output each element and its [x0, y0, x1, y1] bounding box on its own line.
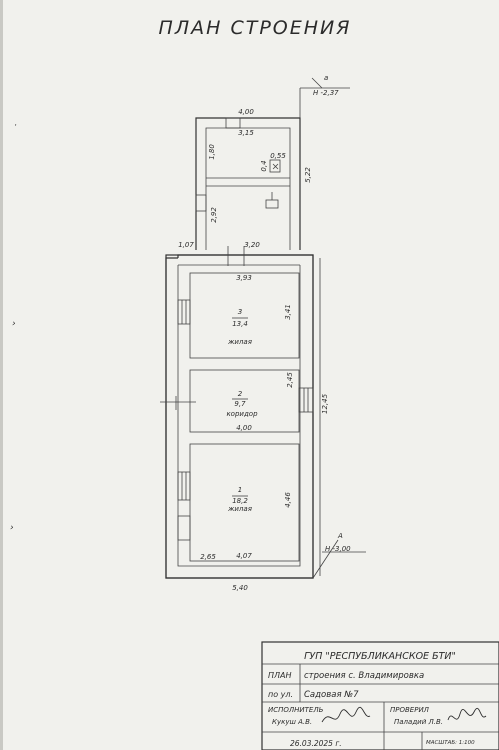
dim-room1-corner: 2,65 [200, 553, 216, 561]
stamp-street-value: Садовая №7 [304, 690, 359, 700]
dim-top-width: 4,00 [238, 108, 254, 116]
marker-bottom-letter: А [337, 532, 343, 540]
svg-text:18,2: 18,2 [232, 497, 248, 505]
stamp-executor-label: ИСПОЛНИТЕЛЬ [268, 706, 324, 714]
room-1-label: 1 18,2 жилая [227, 486, 252, 513]
marker-top-letter: а [324, 74, 328, 82]
room-2-label: 2 9,7 коридор [226, 390, 258, 418]
stamp-plan-label: ПЛАН [268, 671, 292, 680]
dim-room2-height: 2,45 [286, 372, 294, 388]
dim-annex-left-upper: 1,80 [208, 144, 216, 160]
stamp-scale: МАСШТАБ: 1:100 [426, 740, 475, 746]
checker-signature [447, 707, 487, 721]
dim-annex-left-lower: 2,92 [210, 207, 218, 223]
marker-top-height: Н -2,37 [313, 89, 339, 97]
marker-bottom [312, 539, 366, 579]
svg-text:жилая: жилая [227, 338, 252, 346]
svg-text:2: 2 [238, 390, 243, 398]
svg-text:›: › [10, 523, 14, 533]
dim-room1-height: 4,46 [284, 492, 292, 508]
room-3-label: 3 13,4 жилая [227, 308, 252, 346]
dim-room3-height: 3,41 [284, 304, 292, 320]
svg-text:13,4: 13,4 [232, 320, 248, 328]
stamp-plan-value: строения с. Владимировка [304, 671, 424, 681]
main-building-outline [160, 246, 314, 579]
marker-top [299, 77, 350, 118]
svg-text:›: › [12, 319, 16, 329]
stamp-checked-label: ПРОВЕРИЛ [390, 706, 430, 714]
svg-text:·: · [14, 121, 17, 131]
room-1-outline [189, 443, 300, 562]
dim-room3-width: 3,93 [236, 274, 252, 282]
svg-text:1: 1 [238, 486, 242, 494]
annex-outline [195, 117, 301, 250]
svg-text:3: 3 [238, 308, 242, 316]
dim-small-b: 0,55 [270, 152, 286, 160]
dim-annex-right: 5,22 [304, 167, 312, 183]
title-block: ГУП "РЕСПУБЛИКАНСКОЕ БТИ" ПЛАН строения … [261, 641, 499, 750]
svg-text:жилая: жилая [227, 505, 252, 513]
marker-bottom-height: Н -3,00 [325, 545, 351, 553]
stamp-date: 26.03.2025 г. [290, 739, 342, 748]
dim-room1-width: 4,07 [236, 552, 252, 560]
dim-step-top: 3,20 [244, 241, 260, 249]
stamp-org: ГУП "РЕСПУБЛИКАНСКОЕ БТИ" [304, 651, 456, 662]
stamp-executor-name: Кукуш А.В. [272, 718, 312, 726]
dim-annex-inner-width: 3,15 [238, 129, 254, 137]
svg-text:коридор: коридор [226, 410, 258, 418]
stamp-street-label: по ул. [268, 690, 293, 699]
dim-bottom-width: 5,40 [232, 584, 248, 592]
dim-small-a: 0,4 [260, 160, 268, 171]
executor-signature [321, 706, 371, 723]
svg-text:9,7: 9,7 [234, 400, 246, 408]
dim-step-left: 1,07 [178, 241, 194, 249]
dim-overall-height: 12,45 [321, 393, 329, 414]
dim-room2-width: 4,00 [236, 424, 252, 432]
stamp-checked-name: Паладий Л.В. [394, 718, 443, 726]
page-title: ПЛАН СТРОЕНИЯ [159, 17, 352, 39]
